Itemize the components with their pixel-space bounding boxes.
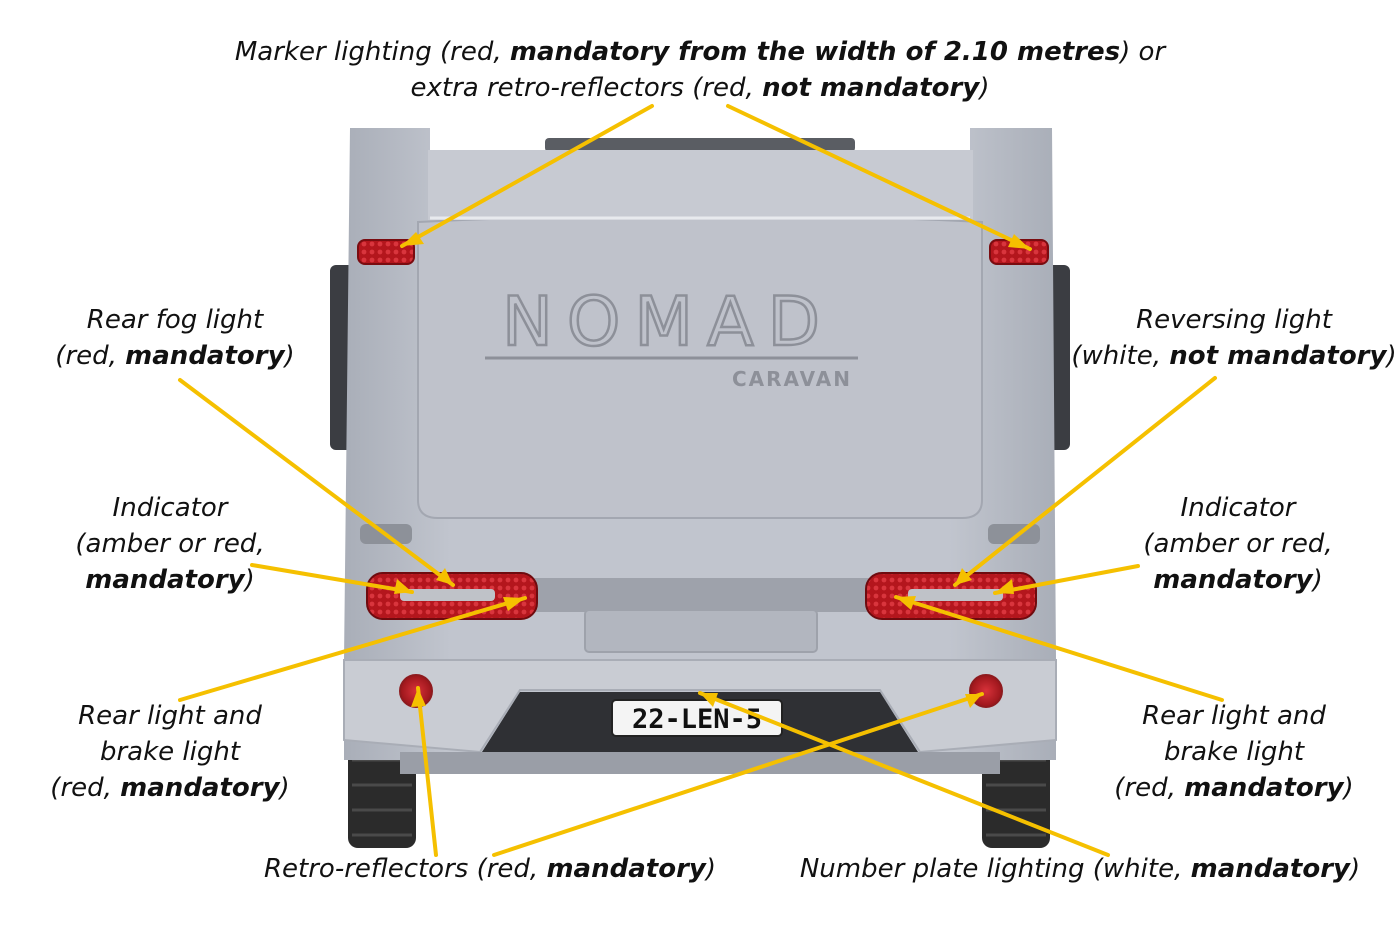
handle-right <box>988 524 1040 544</box>
retro-reflector-right <box>969 674 1003 708</box>
rear-fog-light-label: Rear fog light (red, mandatory) <box>55 305 295 371</box>
reversing-light-label: Reversing light (white, not mandatory) <box>1071 305 1397 371</box>
arrow-heads <box>394 232 1030 708</box>
indicator-right-label: Indicator (amber or red, mandatory) <box>1143 493 1333 595</box>
undercarriage <box>400 752 1000 774</box>
rear-lamp-cluster-left <box>366 572 538 620</box>
brand-sublogo: CARAVAN <box>732 367 852 391</box>
roof-spoiler <box>428 150 973 220</box>
number-plate-lighting-label: Number plate lighting (white, mandatory) <box>799 854 1361 884</box>
annotation-arrows <box>178 104 1224 857</box>
roof-hatch <box>545 138 855 152</box>
rear-recess <box>584 609 818 653</box>
rear-brake-light-left-label: Rear light and brake light (red, mandato… <box>50 701 290 803</box>
brand-logo: NOMAD <box>502 283 834 362</box>
indicator-left-label: Indicator (amber or red, mandatory) <box>75 493 265 595</box>
rear-brake-light-right-label: Rear light and brake light (red, mandato… <box>1114 701 1354 803</box>
rear-panel <box>417 214 983 519</box>
rear-lamp-bar <box>500 578 900 612</box>
retro-reflector-left <box>399 674 433 708</box>
rear-bumper <box>343 659 1057 754</box>
marker-lighting-label: Marker lighting (red, mandatory from the… <box>234 37 1166 103</box>
rear-lamp-cluster-right <box>865 572 1037 620</box>
retro-reflectors-label: Retro-reflectors (red, mandatory) <box>263 854 716 884</box>
